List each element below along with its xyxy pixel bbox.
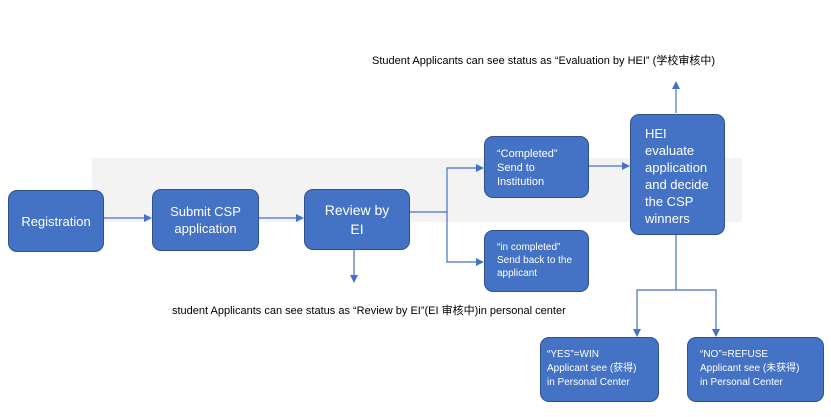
review-by-ei-label: Review by EI [324, 201, 390, 237]
arrow-hei-to-split [633, 235, 677, 337]
win-box: “YES”=WIN Applicant see (获得) in Personal… [540, 337, 659, 402]
review-by-ei-box: Review by EI [304, 189, 410, 250]
arrow-review-to-incompleted [446, 212, 484, 266]
bottom-status-caption: student Applicants can see status as “Re… [172, 305, 566, 317]
incompleted-box: “in completed” Send back to the applican… [484, 230, 589, 292]
registration-box: Registration [8, 190, 104, 252]
incompleted-label: “in completed” Send back to the applican… [497, 242, 573, 279]
completed-box: “Completed” Send to Institution [484, 136, 589, 198]
win-label: “YES”=WIN Applicant see (获得) in Personal… [547, 349, 637, 388]
refuse-label: “NO”=REFUSE Applicant see (未获得) in Perso… [700, 349, 800, 388]
hei-evaluate-box: HEI evaluate application and decide the … [630, 114, 725, 235]
arrow-split-to-refuse [676, 289, 720, 337]
top-status-caption: Student Applicants can see status as “Ev… [372, 55, 715, 67]
submit-csp-label: Submit CSP application [170, 204, 241, 236]
arrow-review-to-completed [410, 164, 484, 213]
completed-label: “Completed” Send to Institution [497, 148, 558, 188]
submit-csp-box: Submit CSP application [152, 189, 259, 251]
registration-label: Registration [21, 213, 91, 229]
refuse-box: “NO”=REFUSE Applicant see (未获得) in Perso… [687, 337, 824, 402]
hei-evaluate-label: HEI evaluate application and decide the … [645, 126, 709, 226]
